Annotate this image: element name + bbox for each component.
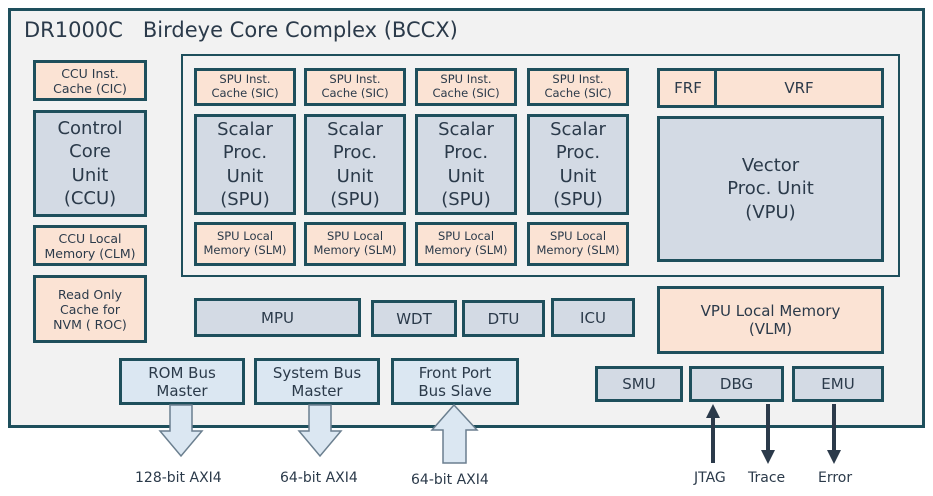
spu-block: Scalar Proc. Unit (SPU) (415, 114, 517, 215)
error-arrow-head (827, 450, 841, 464)
front-port-bus-slave-block: Front Port Bus Slave (391, 358, 519, 405)
slm-block: SPU Local Memory (SLM) (304, 222, 406, 266)
rom-bus-down-arrow (158, 404, 204, 458)
emu-block: EMU (792, 366, 884, 402)
spu-block: Scalar Proc. Unit (SPU) (194, 114, 296, 215)
slm-block: SPU Local Memory (SLM) (194, 222, 296, 266)
cic-block: CCU Inst. Cache (CIC) (33, 60, 147, 101)
diagram-title: DR1000C Birdeye Core Complex (BCCX) (24, 18, 458, 42)
slm-block: SPU Local Memory (SLM) (415, 222, 517, 266)
dbg-block: DBG (689, 366, 784, 402)
wdt-block: WDT (371, 300, 457, 337)
error-label: Error (818, 470, 853, 486)
front-port-label: 64-bit AXI4 (411, 472, 489, 488)
front-port-up-arrow (430, 403, 479, 464)
jtag-arrow-head (706, 404, 720, 418)
clm-block: CCU Local Memory (CLM) (33, 225, 147, 266)
rom-bus-label: 128-bit AXI4 (135, 470, 222, 486)
smu-block: SMU (595, 366, 683, 402)
spu-block: Scalar Proc. Unit (SPU) (527, 114, 629, 215)
vrf-block: VRF (714, 68, 884, 108)
sic-block: SPU Inst. Cache (SIC) (415, 68, 517, 106)
trace-label: Trace (748, 470, 786, 486)
roc-block: Read Only Cache for NVM ( ROC) (33, 275, 147, 343)
spu-block: Scalar Proc. Unit (SPU) (304, 114, 406, 215)
sic-block: SPU Inst. Cache (SIC) (527, 68, 629, 106)
sic-block: SPU Inst. Cache (SIC) (194, 68, 296, 106)
sic-block: SPU Inst. Cache (SIC) (304, 68, 406, 106)
system-bus-down-arrow (297, 404, 343, 458)
mpu-block: MPU (194, 298, 361, 337)
system-bus-master-block: System Bus Master (254, 358, 380, 405)
dtu-block: DTU (462, 300, 545, 337)
icu-block: ICU (551, 298, 635, 337)
system-bus-label: 64-bit AXI4 (280, 470, 358, 486)
ccu-block: Control Core Unit (CCU) (33, 110, 147, 217)
frf-block: FRF (657, 68, 719, 108)
vlm-block: VPU Local Memory (VLM) (657, 286, 884, 354)
jtag-label: JTAG (694, 470, 726, 486)
vpu-block: Vector Proc. Unit (VPU) (657, 116, 884, 262)
slm-block: SPU Local Memory (SLM) (527, 222, 629, 266)
trace-arrow-head (761, 450, 775, 464)
rom-bus-master-block: ROM Bus Master (119, 358, 245, 405)
